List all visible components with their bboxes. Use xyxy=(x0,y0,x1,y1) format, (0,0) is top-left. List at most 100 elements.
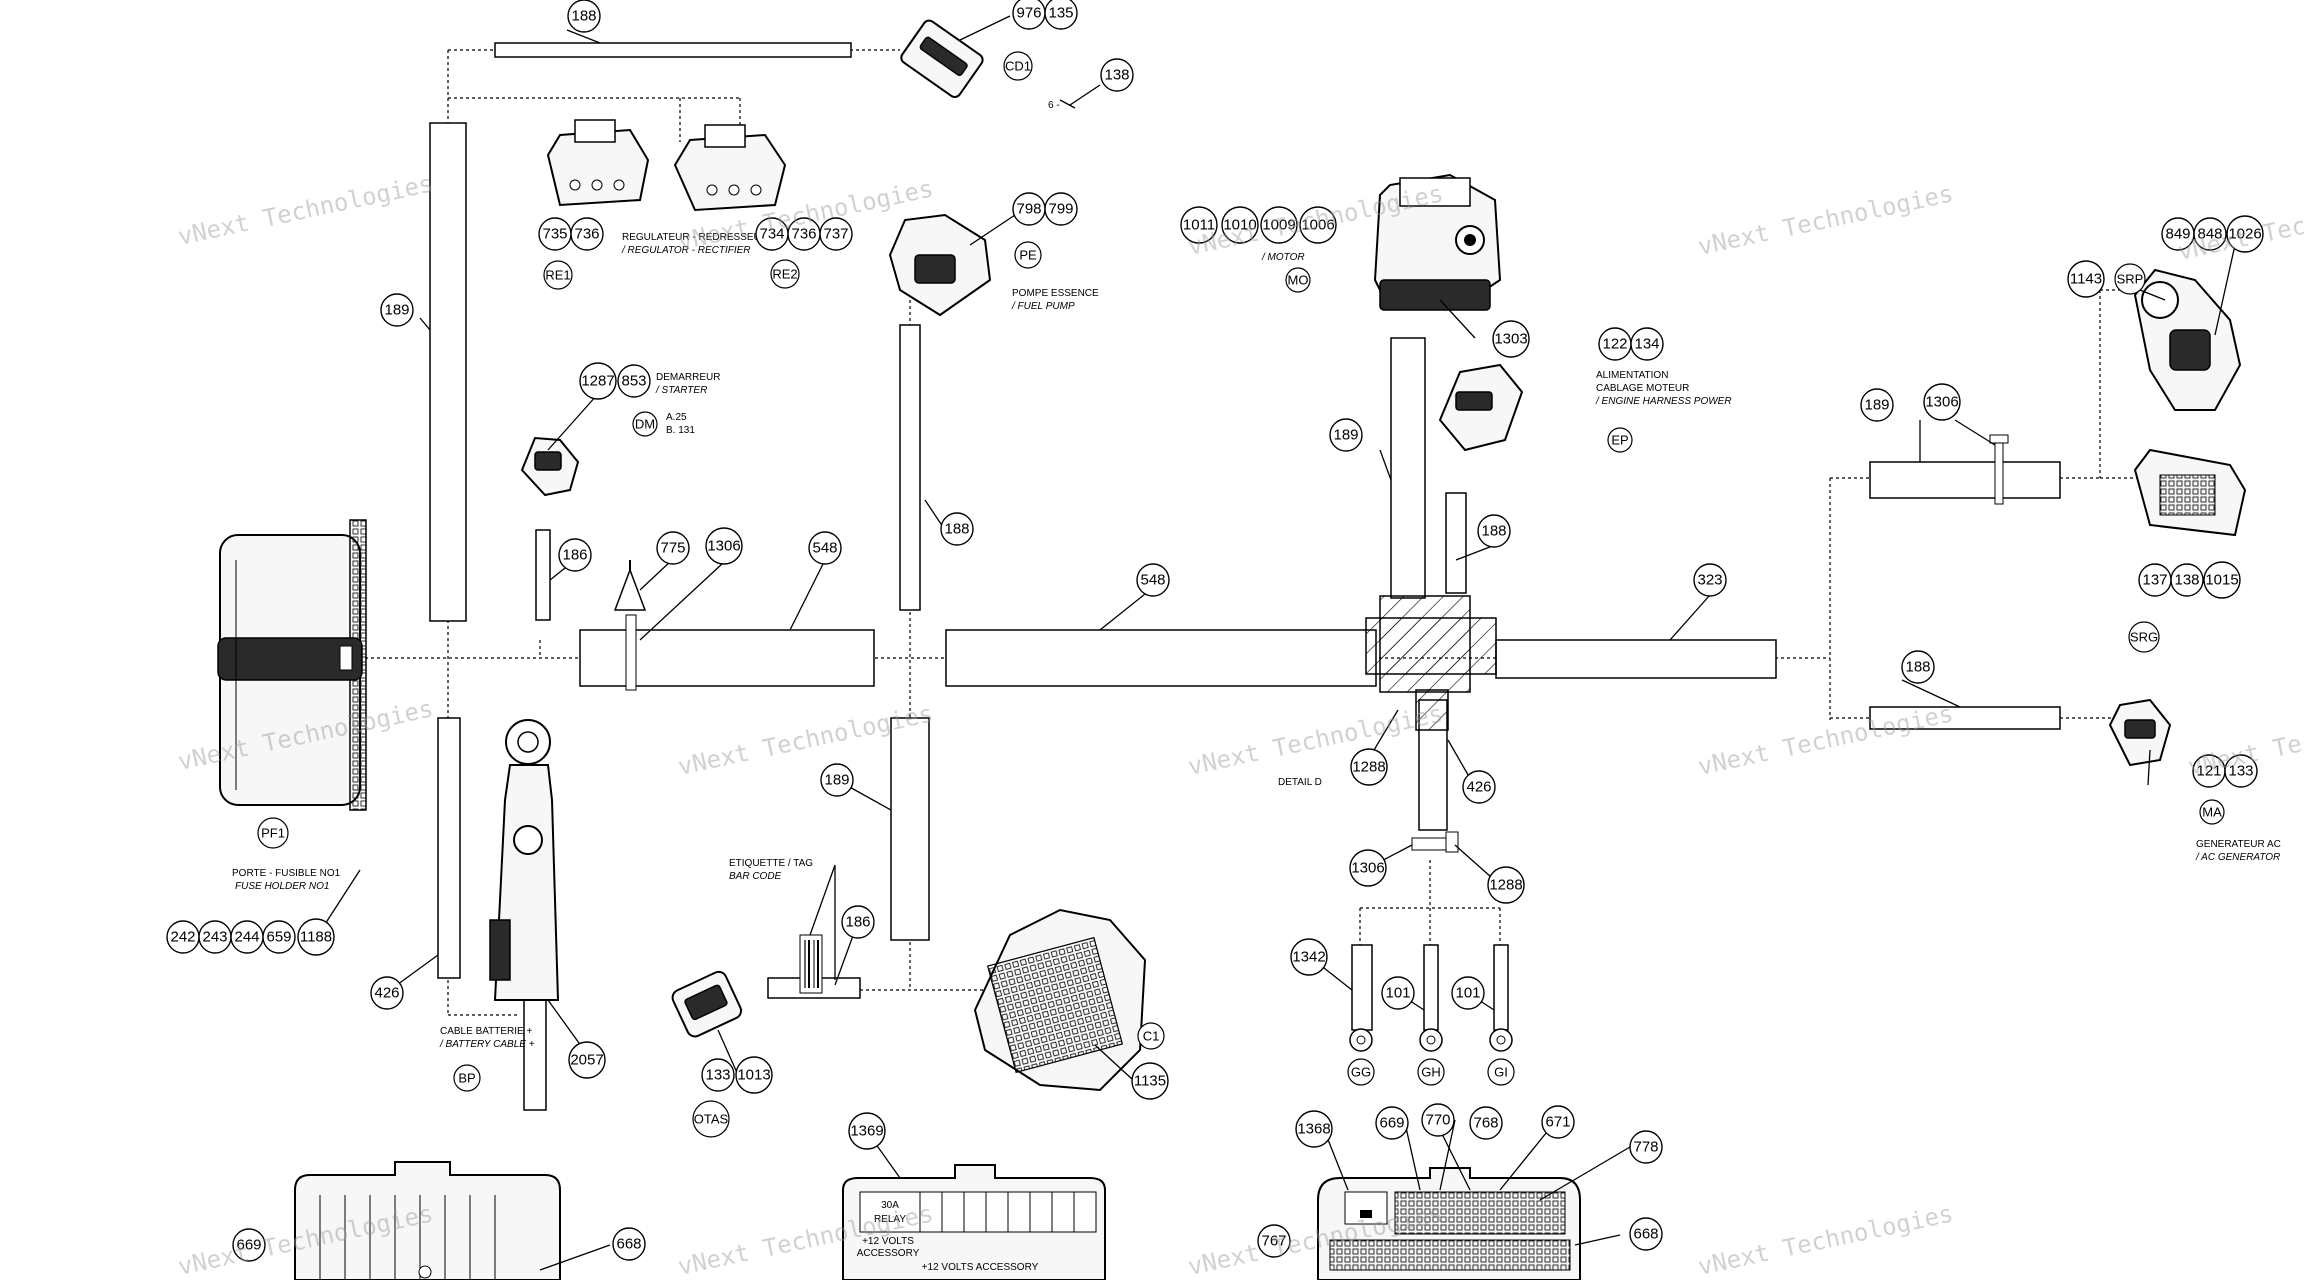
svg-text:GH: GH xyxy=(1421,1065,1441,1080)
bubble-189-left: 189 xyxy=(380,293,414,327)
connector-cd1-icon xyxy=(900,19,984,98)
barcode-tag-icon xyxy=(799,934,823,994)
bubble-1306-b: 1306 xyxy=(1349,849,1387,887)
bubble-1188: 1188 xyxy=(297,918,335,956)
ground-terminals xyxy=(1349,1028,1513,1052)
bubble-770: 770 xyxy=(1421,1103,1455,1137)
svg-text:C1: C1 xyxy=(1143,1029,1160,1044)
cable-tie-icon xyxy=(1989,434,2009,505)
svg-text:735: 735 xyxy=(542,226,567,243)
svg-text:CD1: CD1 xyxy=(1005,59,1031,74)
code-gi: GI xyxy=(1487,1058,1515,1086)
regulator-connector-re1-icon xyxy=(546,119,650,207)
bubble-137: 137 xyxy=(2138,563,2172,597)
svg-text:548: 548 xyxy=(1140,572,1165,589)
svg-text:MA: MA xyxy=(2202,805,2222,820)
svg-text:vNext Technologies: vNext Technologies xyxy=(2175,184,2304,265)
bubble-1006: 1006 xyxy=(1299,206,1337,244)
svg-text:BP: BP xyxy=(458,1071,475,1086)
bubble-189-mid: 189 xyxy=(1329,418,1363,452)
code-otas: OTAS xyxy=(692,1100,730,1138)
bubble-1010: 1010 xyxy=(1221,206,1259,244)
svg-text:770: 770 xyxy=(1425,1112,1450,1129)
svg-text:MO: MO xyxy=(1288,273,1309,288)
svg-text:vNext Technologies: vNext Technologies xyxy=(1695,1199,1955,1280)
bubble-188-right-top: 188 xyxy=(1477,514,1511,548)
svg-text:186: 186 xyxy=(562,547,587,564)
fuse-holder-fr-label: PORTE - FUSIBLE NO1 xyxy=(232,868,341,879)
bubble-1306-a: 1306 xyxy=(705,527,743,565)
bubble-188-center: 188 xyxy=(940,512,974,546)
svg-text:138: 138 xyxy=(2174,572,2199,589)
svg-text:vNext Technologies: vNext Technologies xyxy=(1185,699,1445,780)
bubble-853: 853 xyxy=(617,364,651,398)
bubble-138: 138 xyxy=(1100,58,1134,92)
svg-text:188: 188 xyxy=(571,8,596,25)
bubble-1009: 1009 xyxy=(1260,206,1298,244)
svg-text:101: 101 xyxy=(1455,985,1480,1002)
battery-cable-terminal-icon xyxy=(489,719,560,1001)
captions: 6 - REGULATEUR - REDRESSEUR / REGULATOR … xyxy=(232,100,2281,1050)
bubble-778: 778 xyxy=(1629,1130,1663,1164)
engine-power-en-label: / ENGINE HARNESS POWER xyxy=(1595,396,1732,407)
svg-text:SRP: SRP xyxy=(2117,272,2144,287)
svg-text:135: 135 xyxy=(1048,5,1073,22)
code-mo: MO xyxy=(1285,267,1311,293)
svg-text:767: 767 xyxy=(1261,1233,1286,1250)
svg-text:134: 134 xyxy=(1634,336,1659,353)
bubble-134: 134 xyxy=(1630,327,1664,361)
bubble-243: 243 xyxy=(198,920,232,954)
bubble-1369: 1369 xyxy=(848,1112,886,1150)
a25-label: A.25 xyxy=(666,412,687,423)
svg-text:853: 853 xyxy=(621,373,646,390)
relay-acc2-label: ACCESSORY xyxy=(857,1248,920,1259)
bubble-1288-b: 1288 xyxy=(1487,866,1525,904)
bubble-1011: 1011 xyxy=(1180,206,1218,244)
svg-text:189: 189 xyxy=(1333,427,1358,444)
svg-text:1006: 1006 xyxy=(1301,217,1334,234)
svg-text:778: 778 xyxy=(1633,1139,1658,1156)
bubble-101-b: 101 xyxy=(1451,976,1485,1010)
engine-power-fr2-label: CABLAGE MOTEUR xyxy=(1596,383,1689,394)
b131-label: B. 131 xyxy=(666,425,695,436)
bubble-669b: 669 xyxy=(232,1228,266,1262)
regulator-connector-re2-icon xyxy=(673,124,787,212)
relay-word-label: RELAY xyxy=(874,1214,906,1225)
bubble-1368: 1368 xyxy=(1295,1110,1333,1148)
bubble-133: 133 xyxy=(2224,754,2258,788)
code-gg: GG xyxy=(1347,1058,1375,1086)
svg-text:GG: GG xyxy=(1351,1065,1371,1080)
svg-text:1015: 1015 xyxy=(2205,572,2238,589)
ac-generator-connector-icon xyxy=(2108,698,2172,767)
tag-en-label: BAR CODE xyxy=(729,871,782,882)
bubble-186-a: 186 xyxy=(558,538,592,572)
svg-text:RE2: RE2 xyxy=(772,267,797,282)
svg-text:1288: 1288 xyxy=(1352,759,1385,776)
bubble-1015: 1015 xyxy=(2203,561,2241,599)
svg-text:101: 101 xyxy=(1385,985,1410,1002)
svg-text:1342: 1342 xyxy=(1292,949,1325,966)
svg-text:189: 189 xyxy=(384,302,409,319)
bubble-799: 799 xyxy=(1044,192,1078,226)
code-pe: PE xyxy=(1014,241,1042,269)
svg-text:1026: 1026 xyxy=(2228,226,2261,243)
svg-text:736: 736 xyxy=(791,226,816,243)
cable-tie-lower-icon xyxy=(1411,831,1459,853)
starter-en-label: / STARTER xyxy=(655,385,707,396)
code-ep: EP xyxy=(1607,427,1633,453)
bubble-135: 135 xyxy=(1044,0,1078,30)
svg-text:242: 242 xyxy=(170,929,195,946)
svg-text:671: 671 xyxy=(1545,1114,1570,1131)
starter-fr-label: DEMARREUR xyxy=(656,372,720,383)
svg-text:PE: PE xyxy=(1019,248,1037,263)
ac-generator-fr-label: GENERATEUR AC xyxy=(2196,839,2281,850)
svg-text:1188: 1188 xyxy=(300,929,332,946)
bubble-1026: 1026 xyxy=(2226,215,2264,253)
svg-text:768: 768 xyxy=(1473,1115,1498,1132)
svg-text:vNext Technologies: vNext Technologies xyxy=(1695,179,1955,260)
bubble-323: 323 xyxy=(1693,563,1727,597)
bubble-548-a: 548 xyxy=(808,531,842,565)
fuel-pump-connector-icon xyxy=(888,213,992,317)
svg-text:1306: 1306 xyxy=(1351,860,1384,877)
svg-text:DM: DM xyxy=(635,417,655,432)
